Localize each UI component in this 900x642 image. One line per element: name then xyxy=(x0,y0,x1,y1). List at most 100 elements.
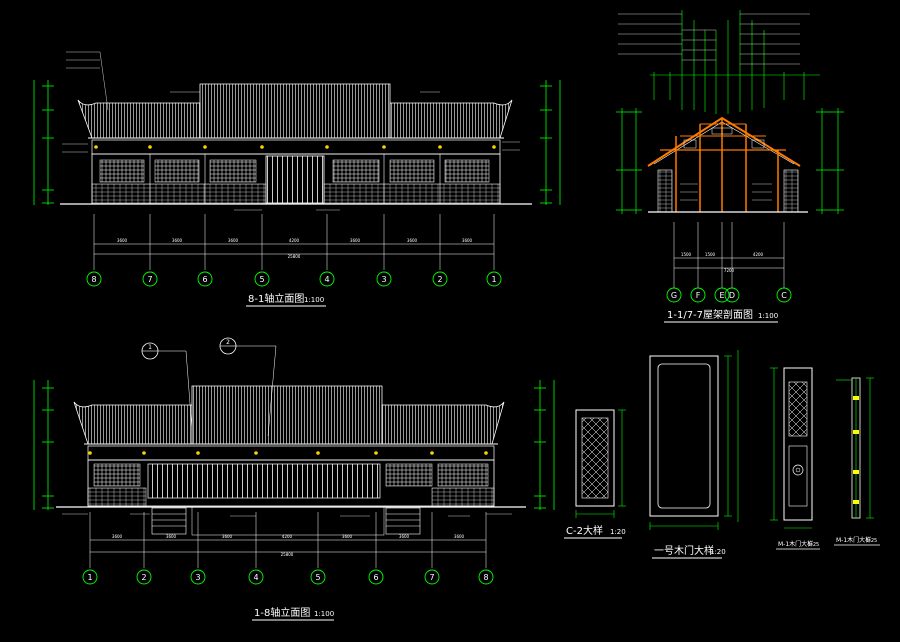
front-dim-3: 3600 xyxy=(222,534,233,539)
rear-leaders xyxy=(62,51,520,211)
rear-brackets xyxy=(94,145,496,149)
front-dim-4: 4200 xyxy=(282,534,293,539)
section-dim-3: 4200 xyxy=(753,252,764,257)
front-center-roof xyxy=(191,385,383,445)
front-railing xyxy=(147,463,381,499)
front-plinth-left xyxy=(87,487,147,507)
truss-frame xyxy=(647,116,801,212)
svg-text:E: E xyxy=(719,291,724,300)
height-dimension-left xyxy=(33,80,54,205)
section-dimension-texts: 1500 1500 4200 7200 xyxy=(681,252,764,273)
rear-axis-bubble: 2 xyxy=(432,271,448,287)
c2-title-text: C-2大样 xyxy=(566,524,603,537)
front-dim-total: 25800 xyxy=(281,552,294,557)
rear-axis-bubble: 6 xyxy=(197,271,213,287)
rear-dim-6: 3600 xyxy=(407,238,418,243)
svg-text:1: 1 xyxy=(491,275,496,284)
front-axis-bubble: 4 xyxy=(248,569,264,585)
svg-text:5: 5 xyxy=(315,573,320,582)
rear-dimension-texts: 3600 3600 3600 4200 3600 3600 3600 25800 xyxy=(117,238,473,259)
rear-main-door xyxy=(265,155,325,204)
m1b-markers xyxy=(853,396,859,504)
front-stairs-right xyxy=(385,507,421,535)
svg-text:5: 5 xyxy=(259,275,264,284)
front-platform xyxy=(191,506,385,536)
c2-dimensions xyxy=(575,409,626,518)
front-dimension-chain xyxy=(89,512,487,568)
m1b-title-text: M-1木门大样 xyxy=(836,536,871,544)
svg-text:2: 2 xyxy=(226,339,230,346)
rear-plinth-left xyxy=(91,183,267,204)
rear-axis-bubbles: 8 7 6 5 4 3 2 1 xyxy=(86,271,502,287)
front-title-scale: 1:100 xyxy=(314,610,334,618)
m1b-title-scale: 1:25 xyxy=(866,538,877,544)
svg-text:1: 1 xyxy=(87,573,92,582)
svg-text:1: 1 xyxy=(148,344,152,351)
svg-text:3: 3 xyxy=(195,573,200,582)
section-title: 1-1/7-7屋架剖面图 1:100 xyxy=(664,308,778,323)
rear-elevation-title: 8-1轴立面图 1:100 xyxy=(246,292,326,307)
svg-text:8: 8 xyxy=(91,275,96,284)
c2-title-scale: 1:20 xyxy=(610,528,626,536)
section-height-dims xyxy=(616,108,844,214)
rear-right-wing-roof xyxy=(389,99,513,139)
front-dim-2: 3600 xyxy=(166,534,177,539)
front-axis-bubbles: 1 2 3 4 5 6 7 8 xyxy=(82,569,494,585)
front-dim-7: 3600 xyxy=(454,534,465,539)
rear-center-roof xyxy=(199,83,391,139)
m1a-title: M-1木门大样 1:25 xyxy=(776,540,820,550)
callout-bubble-1: 1 xyxy=(141,342,193,431)
svg-text:2: 2 xyxy=(141,573,146,582)
svg-text:3: 3 xyxy=(381,275,386,284)
rear-axis-bubble: 5 xyxy=(254,271,270,287)
m1a-dimensions xyxy=(770,367,812,529)
m1b-title: M-1木门大样 1:25 xyxy=(834,536,880,546)
rear-dim-3: 3600 xyxy=(228,238,239,243)
svg-text:6: 6 xyxy=(202,275,207,284)
front-height-dimension-left xyxy=(33,380,54,510)
front-wall xyxy=(87,459,495,507)
svg-text:6: 6 xyxy=(373,573,378,582)
elevation-8-1: 3600 3600 3600 4200 3600 3600 3600 25800… xyxy=(33,51,561,307)
section-axis-bubble: D xyxy=(724,287,740,303)
front-window-2 xyxy=(385,463,433,487)
front-title-text: 1-8轴立面图 xyxy=(254,606,310,619)
rear-dim-total: 25800 xyxy=(288,254,301,259)
front-window-1 xyxy=(93,463,141,487)
svg-text:8: 8 xyxy=(483,573,488,582)
rear-axis-bubble: 4 xyxy=(319,271,335,287)
front-elevation-title: 1-8轴立面图 1:100 xyxy=(252,606,334,621)
front-dimension-texts: 3600 3600 3600 4200 3600 3600 3600 25800 xyxy=(112,534,465,557)
front-axis-bubble: 2 xyxy=(136,569,152,585)
rear-dim-2: 3600 xyxy=(172,238,183,243)
svg-text:4: 4 xyxy=(324,275,329,284)
svg-text:7: 7 xyxy=(147,275,152,284)
front-stairs-left xyxy=(151,507,187,535)
rear-window-1 xyxy=(99,159,145,183)
front-dim-1: 3600 xyxy=(112,534,123,539)
section-dimension-chain xyxy=(673,222,785,288)
section-axis-bubble: C xyxy=(776,287,792,303)
front-dim-6: 3600 xyxy=(399,534,410,539)
section-dim-2: 1500 xyxy=(705,252,716,257)
door1-dimensions xyxy=(649,350,739,530)
door-1-detail: 一号木门大样 1:20 xyxy=(649,350,739,559)
section-axis-bubble: F xyxy=(690,287,706,303)
callout-bubble-2: 2 xyxy=(219,337,277,437)
svg-text:F: F xyxy=(696,291,701,300)
front-axis-bubble: 8 xyxy=(478,569,494,585)
svg-text:D: D xyxy=(729,291,735,300)
section-inner-labels xyxy=(680,183,772,201)
section-axis-bubble: G xyxy=(666,287,682,303)
rear-title-text: 8-1轴立面图 xyxy=(248,292,304,305)
door1-title-text: 一号木门大样 xyxy=(654,544,714,557)
svg-text:C: C xyxy=(781,291,787,300)
front-axis-bubble: 1 xyxy=(82,569,98,585)
section-title-text: 1-1/7-7屋架剖面图 xyxy=(667,308,753,321)
rear-window-4 xyxy=(332,159,380,183)
m1a-title-scale: 1:25 xyxy=(808,542,819,548)
svg-text:G: G xyxy=(671,291,677,300)
roof-truss-section: 1500 1500 4200 7200 G F E D C 1-1/7-7屋架剖… xyxy=(616,10,844,323)
front-axis-bubble: 5 xyxy=(310,569,326,585)
